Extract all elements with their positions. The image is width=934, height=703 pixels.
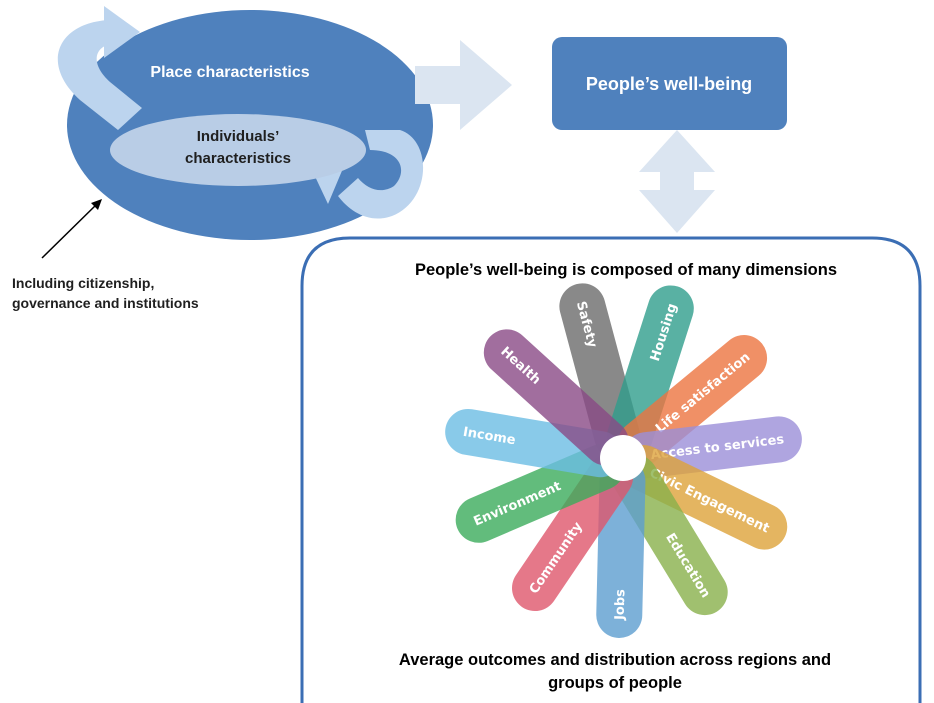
petal-jobs-label: Jobs xyxy=(613,589,629,621)
annotation-line2: governance and institutions xyxy=(12,295,199,311)
individuals-label-line1: Individuals’ xyxy=(197,128,280,145)
petal-housing: Housing xyxy=(607,285,694,460)
annotation-pointer-head xyxy=(91,199,102,210)
place-characteristics-group: Place characteristics Individuals’ chara… xyxy=(57,6,433,240)
panel-footer-line2: groups of people xyxy=(548,674,682,692)
panel-footer-line1: Average outcomes and distribution across… xyxy=(399,651,831,669)
place-characteristics-label: Place characteristics xyxy=(150,64,309,81)
petal-health: Health xyxy=(483,329,629,466)
annotation-line1: Including citizenship, xyxy=(12,275,154,291)
petal-civic-engagement-shape xyxy=(620,445,788,550)
wheel-center xyxy=(600,435,646,481)
cycle-arrow-top-left-head xyxy=(104,6,140,58)
right-arrow xyxy=(415,40,512,130)
petal-community-shape xyxy=(512,454,634,612)
petal-income-shape xyxy=(445,408,624,478)
petal-health-shape xyxy=(483,329,629,466)
petal-housing-shape xyxy=(607,285,694,460)
cycle-arrow-bottom-right xyxy=(338,130,424,219)
annotation-pointer-line xyxy=(41,202,99,259)
petal-income: Income xyxy=(445,408,624,478)
individuals-ellipse xyxy=(110,114,366,186)
wellbeing-box-label: People’s well-being xyxy=(586,74,752,94)
petal-community: Community xyxy=(512,454,634,612)
individuals-label-line2: characteristics xyxy=(185,150,291,167)
cycle-arrow-top-left xyxy=(57,19,142,131)
wellbeing-box xyxy=(552,37,787,130)
double-vertical-arrow xyxy=(639,130,715,233)
panel-heading: People’s well-being is composed of many … xyxy=(415,261,837,279)
